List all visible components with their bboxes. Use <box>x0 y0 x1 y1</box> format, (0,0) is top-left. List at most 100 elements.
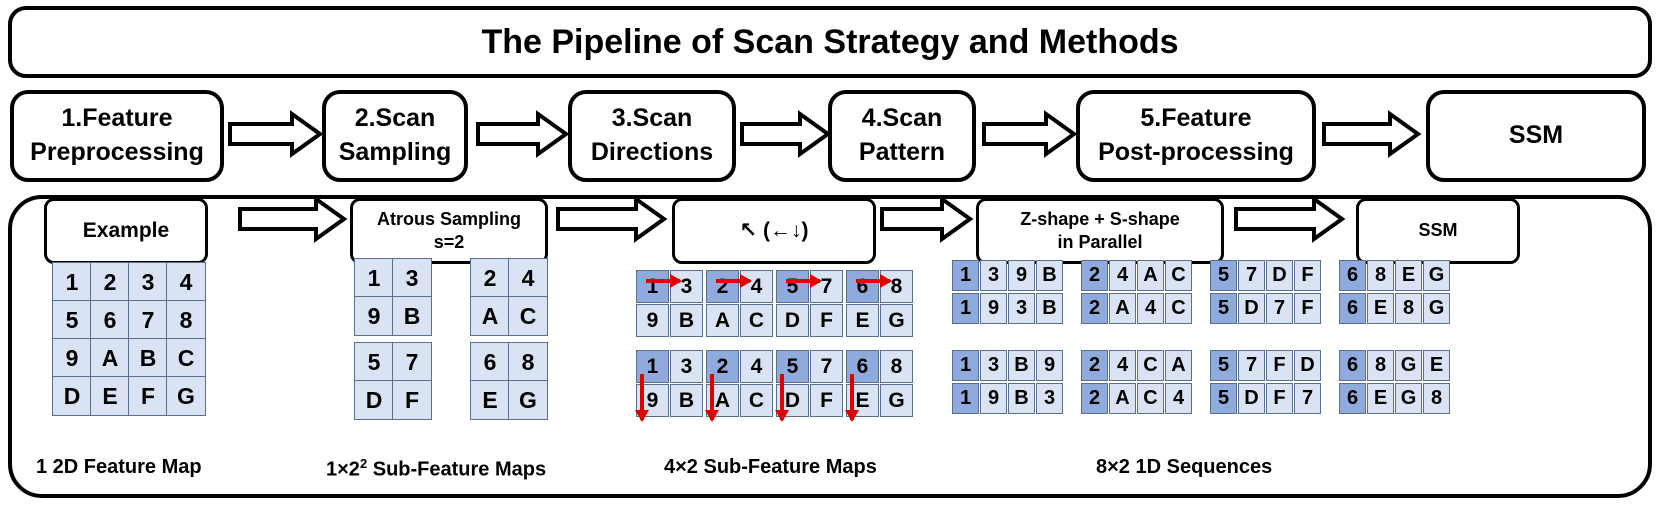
sequence-cell: C <box>1165 293 1192 324</box>
sequence-cell: 9 <box>1036 350 1063 381</box>
direction-map-cell: A <box>706 304 739 337</box>
sequence-cell: F <box>1294 293 1321 324</box>
feature-map-cell: 8 <box>166 300 206 340</box>
stage-2-line2: Sampling <box>338 138 452 166</box>
caption-2-pre: 1×2 <box>326 458 360 481</box>
direction-map-cell: 4 <box>740 270 773 303</box>
direction-map-cell: E <box>846 384 879 417</box>
step-4-line2: in Parallel <box>1057 232 1143 252</box>
sequence-cell: 1 <box>952 350 979 381</box>
direction-map-cell: G <box>880 384 913 417</box>
sequence-cell: 7 <box>1266 293 1293 324</box>
sub-map-cell: 1 <box>354 258 394 298</box>
caption-2-sup: 2 <box>359 456 368 471</box>
direction-map-cell: F <box>810 384 843 417</box>
direction-map-cell: 9 <box>636 384 669 417</box>
sequence-cell: 8 <box>1367 350 1394 381</box>
direction-map-cell: D <box>776 384 809 417</box>
caption-4-text: 8×2 1D Sequences <box>1096 456 1273 478</box>
stage-1-line2: Preprocessing <box>30 138 204 166</box>
sequence-cell: 6 <box>1339 383 1366 414</box>
feature-map-cell: D <box>52 376 92 416</box>
sub-map-cell: 5 <box>354 342 394 382</box>
pipeline-arrow-4 <box>982 110 1078 158</box>
direction-map-cell: 8 <box>880 350 913 383</box>
feature-map-cell: 5 <box>52 300 92 340</box>
direction-map-cell: 2 <box>706 350 739 383</box>
sequence-cell: E <box>1367 293 1394 324</box>
sequence-cell: 4 <box>1109 350 1136 381</box>
sequence-cell: 6 <box>1339 260 1366 291</box>
direction-map-cell: 6 <box>846 270 879 303</box>
sequence-cell: E <box>1423 350 1450 381</box>
sequence-cell: 5 <box>1210 260 1237 291</box>
direction-map-cell: 1 <box>636 270 669 303</box>
example-step-directions: ↖ (←↓) <box>672 198 876 264</box>
direction-map-cell: D <box>776 304 809 337</box>
sequence-cell: 2 <box>1081 260 1108 291</box>
direction-map-cell: E <box>846 304 879 337</box>
pipeline-arrow-2 <box>476 110 570 158</box>
caption-sub-feature-maps: 1×22 Sub-Feature Maps <box>326 456 546 482</box>
direction-map-cell: 9 <box>636 304 669 337</box>
caption-feature-map: 1 2D Feature Map <box>36 456 202 479</box>
sequence-cell: C <box>1137 383 1164 414</box>
title-text: The Pipeline of Scan Strategy and Method… <box>481 22 1179 61</box>
sequence-cell: 7 <box>1238 350 1265 381</box>
sequence-cell: 6 <box>1339 293 1366 324</box>
sequence-cell: 9 <box>1008 260 1035 291</box>
sequence-cell: G <box>1423 293 1450 324</box>
feature-map-cell: F <box>128 376 168 416</box>
page-title: The Pipeline of Scan Strategy and Method… <box>8 6 1652 78</box>
direction-map-cell: C <box>740 304 773 337</box>
sub-map-cell: 2 <box>470 258 510 298</box>
sequence-cell: B <box>1008 383 1035 414</box>
step-1-text: Example <box>82 219 170 243</box>
sequence-cell: D <box>1266 260 1293 291</box>
sequence-cell: A <box>1137 260 1164 291</box>
pipeline-arrow-3 <box>740 110 832 158</box>
sequence-cell: 2 <box>1081 293 1108 324</box>
direction-map-cell: 5 <box>776 350 809 383</box>
sequence-cell: 5 <box>1210 383 1237 414</box>
feature-map-cell: G <box>166 376 206 416</box>
sequence-cell: 1 <box>952 383 979 414</box>
sequence-cell: 5 <box>1210 350 1237 381</box>
caption-4x2-maps: 4×2 Sub-Feature Maps <box>664 456 877 479</box>
stage-5-line1: 5.Feature <box>1140 104 1252 133</box>
example-panel <box>8 195 1652 498</box>
sequence-cell: 3 <box>980 260 1007 291</box>
feature-map-cell: C <box>166 338 206 378</box>
example-step-ssm: SSM <box>1356 198 1520 264</box>
sub-map-cell: 3 <box>392 258 432 298</box>
step-2-line2: s=2 <box>433 232 465 252</box>
feature-map-cell: 1 <box>52 262 92 302</box>
caption-3-text: 4×2 Sub-Feature Maps <box>664 456 877 478</box>
sub-map-cell: B <box>392 296 432 336</box>
sequence-cell: 3 <box>980 350 1007 381</box>
sequence-cell: D <box>1238 383 1265 414</box>
sequence-cell: G <box>1423 260 1450 291</box>
sub-map-cell: F <box>392 380 432 420</box>
example-step-example: Example <box>44 198 208 264</box>
sequence-cell: B <box>1036 260 1063 291</box>
stage-6-line1: SSM <box>1508 121 1564 150</box>
sequence-cell: 8 <box>1367 260 1394 291</box>
feature-map-cell: 3 <box>128 262 168 302</box>
sequence-cell: 5 <box>1210 293 1237 324</box>
sequence-cell: 3 <box>1008 293 1035 324</box>
feature-map-cell: 6 <box>90 300 130 340</box>
caption-1-text: 1 2D Feature Map <box>36 456 202 478</box>
feature-map-cell: 2 <box>90 262 130 302</box>
sequence-cell: 1 <box>952 260 979 291</box>
sub-map-cell: G <box>508 380 548 420</box>
sequence-cell: D <box>1238 293 1265 324</box>
feature-map-cell: A <box>90 338 130 378</box>
sequence-cell: G <box>1395 350 1422 381</box>
sequence-cell: 4 <box>1165 383 1192 414</box>
stage-ssm: SSM <box>1426 90 1646 182</box>
